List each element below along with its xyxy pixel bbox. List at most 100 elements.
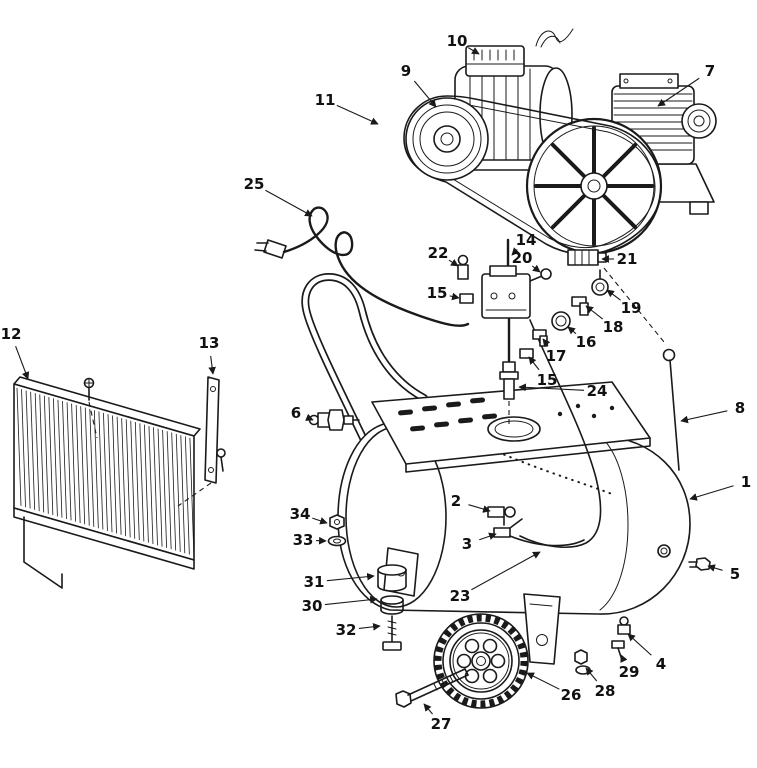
part-label-28: 28: [595, 682, 616, 700]
air-filter: [681, 103, 717, 139]
leader-line-9: [413, 80, 437, 108]
part-label-30: 30: [302, 597, 323, 615]
part-label-24: 24: [587, 382, 608, 400]
part-label-32: 32: [336, 621, 357, 639]
motor-pulley: [405, 97, 489, 181]
part-label-10: 10: [447, 32, 468, 50]
axle-nut: [574, 649, 588, 665]
leader-line-32: [358, 622, 381, 631]
part-label-33: 33: [293, 531, 314, 549]
drain-fittings: [487, 506, 585, 547]
panel-corrugation: [16, 387, 195, 556]
leader-line-28: [585, 667, 598, 682]
part-label-8: 8: [735, 399, 745, 417]
leader-line-4: [627, 633, 652, 656]
pressure-switch: [481, 273, 531, 319]
part-label-14: 14: [516, 231, 537, 249]
part-label-15: 15: [427, 284, 448, 302]
leader-line-22: [448, 258, 459, 267]
leader-line-16: [567, 326, 577, 335]
part-label-6: 6: [291, 404, 301, 422]
bracket-bolt: [611, 640, 625, 649]
part-label-7: 7: [705, 62, 715, 80]
leader-line-27: [423, 703, 433, 715]
leader-line-30: [324, 595, 378, 606]
leader-line-18: [585, 305, 604, 320]
leader-line-8: [680, 410, 728, 424]
pressure-switch-group: [457, 238, 665, 548]
fitting-15b: [519, 348, 534, 359]
discharge-pipe: [519, 319, 602, 548]
flywheel: [525, 117, 663, 255]
washer: [327, 535, 347, 547]
cooler-panel: [13, 376, 201, 589]
mounting-platform: [371, 381, 651, 473]
power-cord: [254, 206, 470, 327]
handle-tube: [301, 272, 428, 448]
part-label-31: 31: [304, 573, 325, 591]
leader-line-20: [531, 264, 541, 273]
leader-line-15: [528, 356, 540, 371]
part-label-15: 15: [537, 371, 558, 389]
part-label-1: 1: [741, 473, 751, 491]
leader-line-34: [312, 517, 328, 525]
part-label-26: 26: [561, 686, 582, 704]
fitting-20: [540, 268, 552, 280]
leader-line-24: [518, 383, 585, 392]
part-label-2: 2: [451, 492, 461, 510]
leader-line-15: [449, 292, 460, 301]
fitting-3: [493, 527, 511, 538]
elbow-18: [571, 296, 587, 307]
gauge-19: [591, 278, 609, 296]
tank-plug-bolt: [695, 557, 711, 571]
part-label-3: 3: [462, 535, 472, 553]
axle-bolt: [395, 690, 412, 708]
panel-bracket: [177, 376, 226, 507]
leader-line-13: [208, 355, 216, 375]
bracket-screw: [216, 448, 226, 458]
leader-line-17: [542, 338, 551, 347]
leader-line-12: [15, 345, 30, 380]
part-label-5: 5: [730, 565, 740, 583]
quick-coupler: [308, 409, 360, 431]
regulator: [567, 249, 599, 266]
part-label-4: 4: [656, 655, 666, 673]
part-label-20: 20: [512, 249, 533, 267]
drain-plug: [619, 616, 629, 626]
fitting-2: [487, 506, 505, 518]
cylinder-head: [619, 73, 679, 89]
hex-nut: [329, 514, 345, 530]
part-label-25: 25: [244, 175, 265, 193]
part-label-12: 12: [1, 325, 22, 343]
part-label-22: 22: [428, 244, 449, 262]
leader-line-11: [336, 104, 379, 125]
part-label-29: 29: [619, 663, 640, 681]
wheel-assembly: [395, 557, 711, 709]
part-label-21: 21: [617, 250, 638, 268]
fitting-16: [551, 311, 571, 331]
part-label-13: 13: [199, 334, 220, 352]
leader-line-2: [468, 504, 491, 513]
part-label-27: 27: [431, 715, 452, 733]
leader-line-5: [707, 564, 723, 572]
leader-line-19: [606, 289, 621, 301]
part-label-11: 11: [315, 91, 336, 109]
leader-line-7: [657, 77, 700, 107]
leader-line-14: [511, 247, 520, 256]
leader-line-26: [526, 672, 560, 690]
part-label-34: 34: [290, 505, 311, 523]
leader-line-3: [479, 532, 497, 541]
leader-line-6: [305, 413, 314, 421]
rubber-foot: [377, 564, 407, 576]
leader-line-29: [620, 654, 628, 663]
wheel-bracket: [523, 593, 561, 665]
part-label-19: 19: [621, 299, 642, 317]
leader-line-10: [467, 47, 480, 55]
leader-line-25: [265, 189, 313, 217]
part-label-16: 16: [576, 333, 597, 351]
leader-line-1: [689, 485, 734, 501]
part-label-9: 9: [401, 62, 411, 80]
part-label-17: 17: [546, 347, 567, 365]
